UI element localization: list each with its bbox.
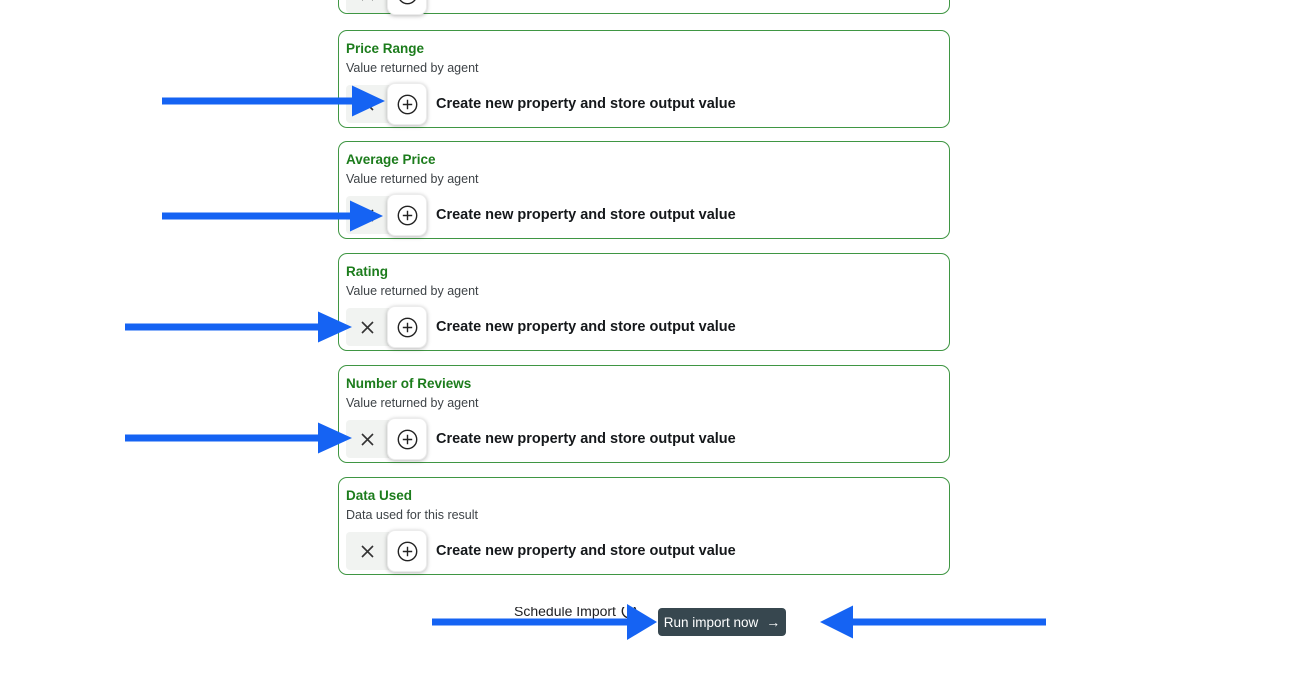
plus-circle-icon [397,94,418,115]
x-icon [360,432,375,447]
x-icon [360,0,375,2]
right-arrow-icon: → [766,614,781,630]
plus-circle-icon [397,429,418,450]
card-subtitle: Value returned by agent [346,172,479,186]
property-action-group [346,530,427,572]
plus-circle-icon [397,0,418,5]
add-property-button[interactable] [387,306,427,348]
card-subtitle: Value returned by agent [346,61,479,75]
create-property-label: Create new property and store output val… [436,207,736,223]
clock-icon [621,607,637,619]
create-property-label: Create new property and store output val… [436,431,736,447]
card-title: Data Used [346,488,413,503]
schedule-import-link[interactable]: Schedule Import [514,607,644,625]
add-property-button[interactable] [387,83,427,125]
remove-property-button[interactable] [346,420,389,458]
add-property-button[interactable] [387,418,427,460]
create-property-label: Create new property and store output val… [436,543,736,559]
card-title: Price Range [346,41,425,56]
remove-property-button[interactable] [346,85,389,123]
plus-circle-icon [397,541,418,562]
card-subtitle: Value returned by agent [346,284,479,298]
card-title: Rating [346,264,388,279]
remove-property-button[interactable] [346,532,389,570]
remove-property-button[interactable] [346,0,389,13]
plus-circle-icon [397,317,418,338]
x-icon [360,208,375,223]
remove-property-button[interactable] [346,196,389,234]
create-property-label: Create new property and store output val… [436,319,736,335]
property-action-group [346,83,427,125]
property-card-number-of-reviews: Number of Reviews Value returned by agen… [338,365,950,463]
card-title: Average Price [346,152,436,167]
card-subtitle: Value returned by agent [346,396,479,410]
property-card-partial [338,0,950,15]
add-property-button[interactable] [387,530,427,572]
x-icon [360,320,375,335]
add-property-button[interactable] [387,194,427,236]
annotation-arrow-right [125,422,352,454]
run-import-now-label: Run import now [663,614,759,630]
property-action-group [346,306,427,348]
property-card-rating: Rating Value returned by agent Create ne… [338,253,950,351]
card-title: Number of Reviews [346,376,472,391]
plus-circle-icon [397,205,418,226]
property-action-group [346,194,427,236]
property-card-average-price: Average Price Value returned by agent Cr… [338,141,950,239]
x-icon [360,97,375,112]
remove-property-button[interactable] [346,308,389,346]
property-card-data-used: Data Used Data used for this result Crea… [338,477,950,575]
property-card-price-range: Price Range Value returned by agent Crea… [338,30,950,128]
property-action-group [346,0,427,15]
create-property-label: Create new property and store output val… [436,96,736,112]
annotation-arrow-left [820,605,1046,639]
x-icon [360,544,375,559]
schedule-import-label: Schedule Import [514,607,616,619]
add-property-button[interactable] [387,0,427,15]
card-subtitle: Data used for this result [346,508,479,522]
annotation-arrow-right [125,311,352,343]
property-action-group [346,418,427,460]
run-import-now-button[interactable]: Run import now → [658,608,786,636]
